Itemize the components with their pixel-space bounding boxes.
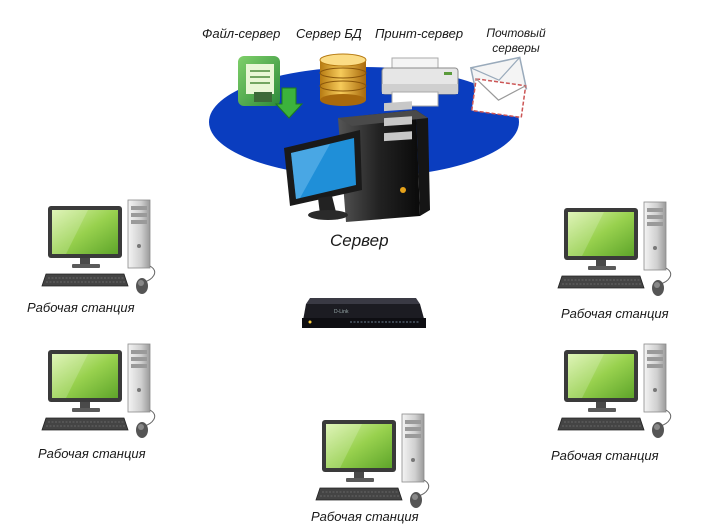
workstation-bottom-right-icon	[557, 343, 672, 439]
file-server-label: Файл-сервер	[202, 26, 281, 41]
workstation-bottom-left-icon	[41, 343, 156, 439]
workstation-top-right-label: Рабочая станция	[561, 306, 669, 321]
mail-server-label-line2: серверы	[492, 41, 540, 55]
svg-text:D-Link: D-Link	[334, 309, 349, 315]
mail-server-label: Почтовый серверы	[476, 26, 556, 56]
workstation-top-left-label: Рабочая станция	[27, 300, 135, 315]
workstation-bottom-center-icon	[315, 413, 430, 509]
workstation-bottom-center-label: Рабочая станция	[311, 509, 419, 524]
network-switch-icon: D-Link	[302, 298, 426, 328]
file-server-icon	[238, 56, 304, 119]
server-label: Сервер	[330, 231, 389, 250]
workstation-bottom-left-label: Рабочая станция	[38, 446, 146, 461]
mail-server-label-line1: Почтовый	[486, 26, 546, 40]
print-server-label: Принт-сервер	[375, 26, 464, 41]
workstation-bottom-right-label: Рабочая станция	[551, 448, 659, 463]
mail-icon	[469, 56, 528, 119]
server-computer-icon	[284, 101, 430, 222]
workstation-top-left-icon	[41, 199, 156, 295]
workstation-top-right-icon	[557, 201, 672, 297]
database-icon	[319, 53, 367, 106]
db-server-label: Сервер БД	[296, 26, 362, 41]
